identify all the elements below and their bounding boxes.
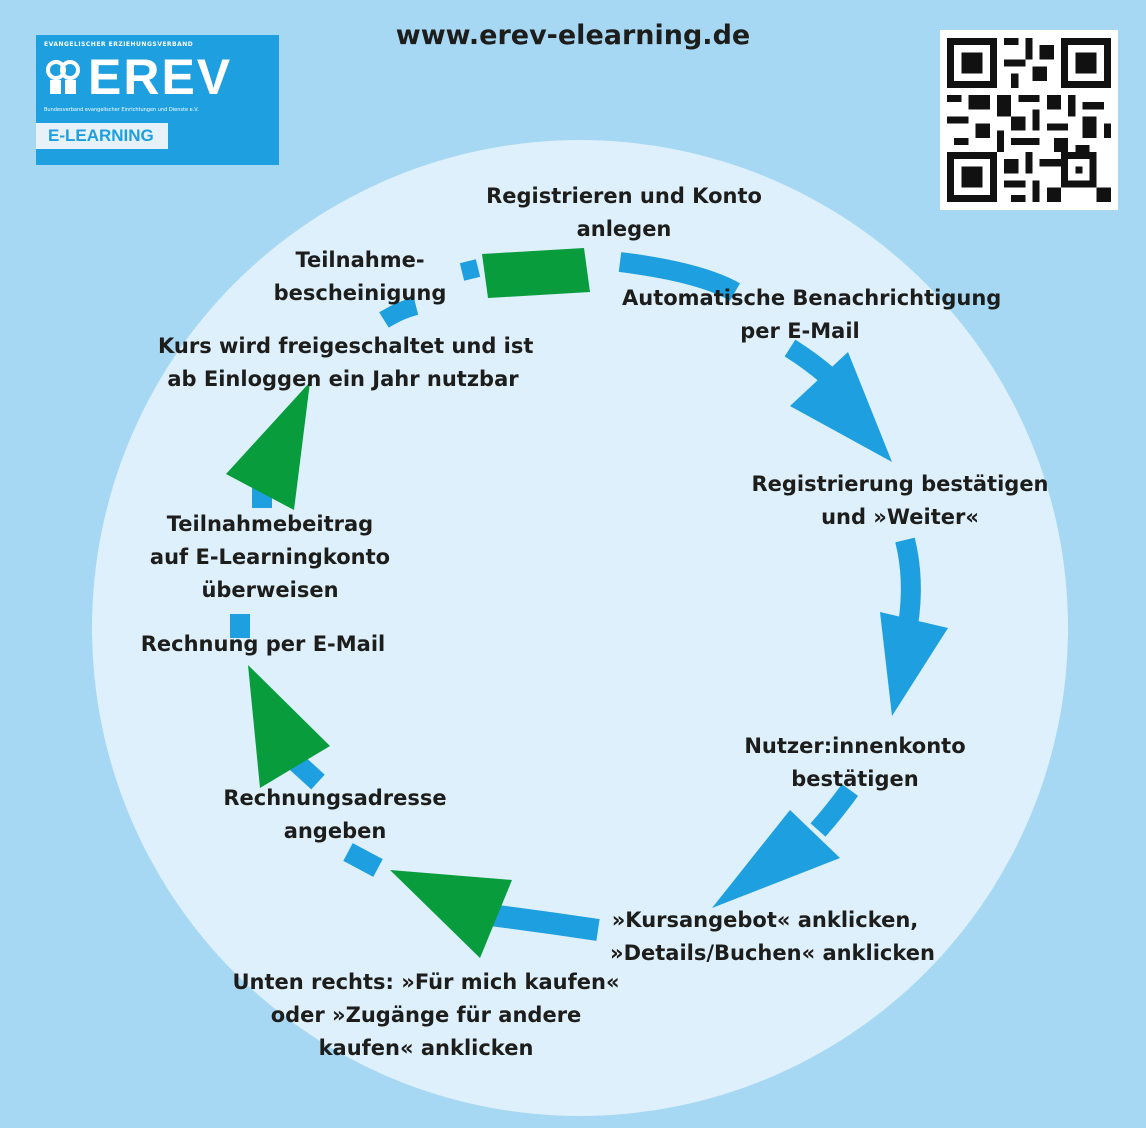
arc-4: [810, 784, 859, 837]
arc-5: [488, 904, 600, 941]
green-block: [482, 248, 590, 298]
green-arrowhead-2: [248, 665, 330, 788]
arrowhead-3: [712, 810, 840, 908]
step-confirm-registration: Registrierung bestätigen und »Weiter«: [751, 472, 1049, 529]
logo-tagline: EVANGELISCHER ERZIEHUNGSVERBAND: [44, 41, 194, 48]
arc-11: [459, 259, 481, 281]
arrowhead-1: [790, 352, 892, 462]
logo-subtitle: Bundesverband evangelischer Einrichtunge…: [44, 107, 199, 113]
erev-emblem-icon: [44, 58, 82, 96]
step-course-unlocked: Kurs wird freigeschaltet und ist ab Einl…: [158, 334, 534, 391]
green-arrowhead-1: [390, 870, 512, 958]
erev-logo: EVANGELISCHER ERZIEHUNGSVERBAND EREV Bun…: [36, 35, 279, 165]
arc-10: [379, 297, 419, 328]
arc-3: [895, 537, 921, 627]
arc-6: [343, 843, 383, 877]
step-confirm-account: Nutzer:innenkonto bestätigen: [744, 734, 966, 791]
arrowhead-2: [880, 612, 948, 716]
arc-1: [618, 252, 740, 301]
green-arrowhead-3: [226, 382, 310, 510]
step-email-notification: Automatische Benachrichtigung per E-Mail: [622, 286, 1002, 343]
arc-7: [289, 754, 325, 790]
step-certificate: Teilnahme- bescheinigung: [273, 248, 447, 305]
step-invoice: Rechnung per E-Mail: [140, 632, 386, 656]
step-course-offer: »Kursangebot« anklicken, »Details/Buchen…: [610, 908, 935, 965]
logo-brand: EREV: [44, 49, 233, 105]
step-buy: Unten rechts: »Für mich kaufen« oder »Zu…: [232, 970, 620, 1060]
step-billing-address: Rechnungsadresse angeben: [223, 786, 447, 843]
logo-elearning-label: E-LEARNING: [36, 123, 168, 149]
step-register: Registrieren und Konto anlegen: [486, 184, 762, 241]
website-url[interactable]: www.erev-elearning.de: [395, 20, 751, 51]
logo-brand-text: EREV: [88, 49, 233, 105]
qr-code-icon[interactable]: [940, 30, 1118, 210]
step-transfer-fee: Teilnahmebeitrag auf E-Learningkonto übe…: [149, 512, 391, 602]
